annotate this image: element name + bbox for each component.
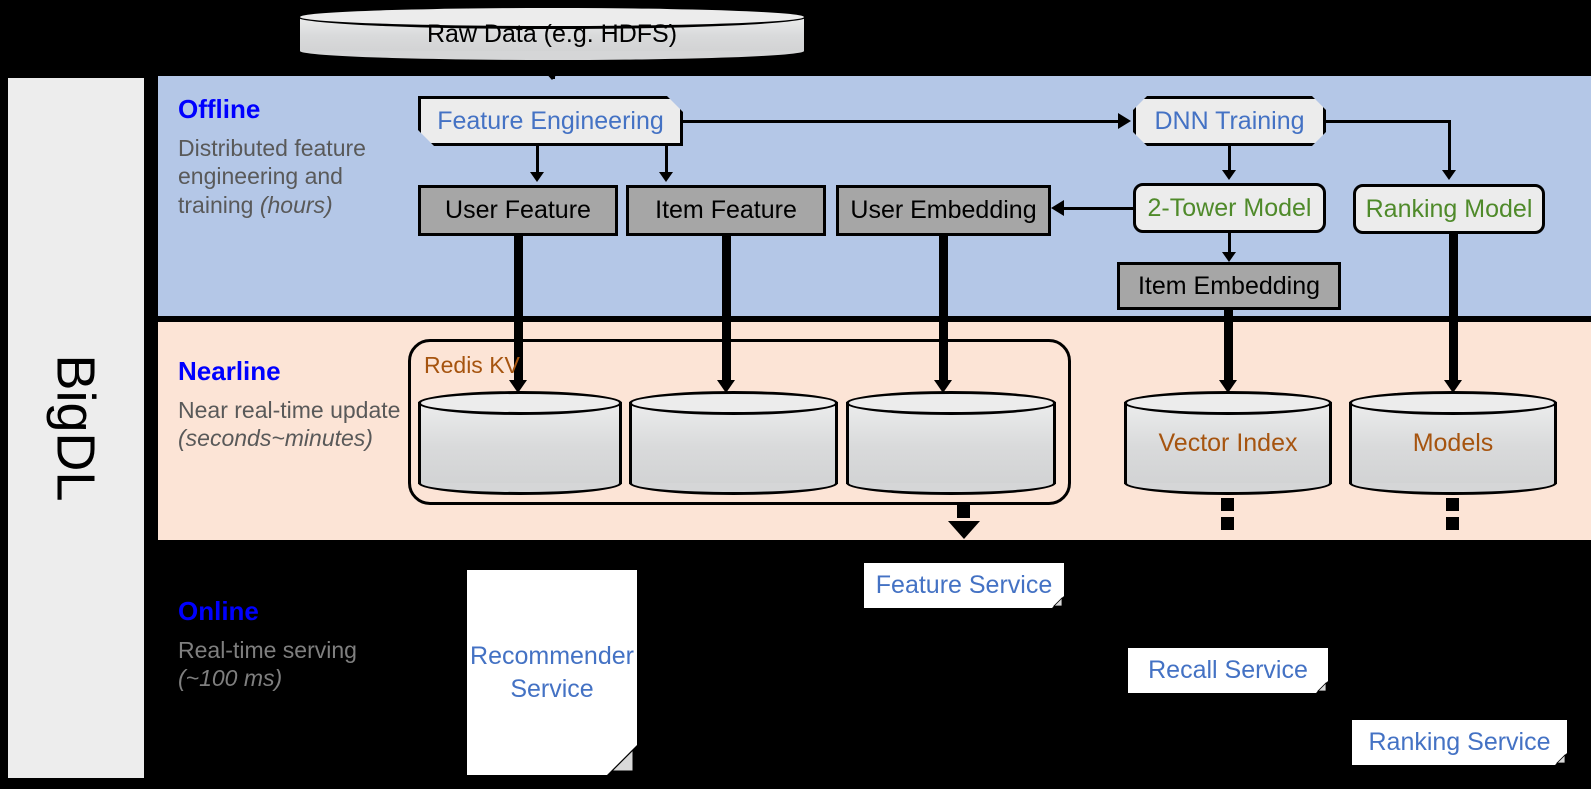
arrowhead-itemfeature-store: [717, 380, 735, 393]
dnn-training-box[interactable]: DNN Training: [1133, 96, 1326, 146]
feature-service-label: Feature Service: [875, 571, 1053, 599]
raw-data-cylinder: Raw Data (e.g. HDFS): [297, 5, 807, 63]
arrowhead-userembedding-store: [934, 380, 952, 393]
cylinder-body: [1349, 402, 1557, 484]
vector-index-cylinder: Vector Index: [1124, 391, 1332, 495]
recommender-service-label: Recommender Service: [470, 642, 634, 703]
ranking-model-label: Ranking Model: [1365, 194, 1533, 223]
redis-kv-container: [408, 339, 1071, 505]
item-embedding-box[interactable]: Item Embedding: [1117, 262, 1341, 310]
redis-store-cylinder-2: [629, 391, 838, 495]
connector-dnn-ranking-v: [1448, 120, 1451, 172]
cylinder-body: [846, 402, 1056, 484]
arrowhead-fe-userfeature: [530, 172, 544, 182]
connector-twotower-itemembedding: [1228, 233, 1231, 255]
cylinder-top: [1124, 391, 1332, 415]
dashed-connector-models-2: [1446, 517, 1459, 530]
cylinder-top: [297, 5, 807, 29]
dashed-connector-vectorindex-2: [1221, 517, 1234, 530]
section-title-online: Online: [178, 596, 259, 626]
section-subtitle-online: Real-time serving (~100 ms): [178, 636, 357, 692]
redis-store-cylinder-3: [846, 391, 1056, 495]
ranking-service-label: Ranking Service: [1368, 728, 1551, 756]
two-tower-model-box[interactable]: 2-Tower Model: [1133, 183, 1326, 233]
connector-fe-userfeature: [536, 146, 539, 176]
feature-engineering-box[interactable]: Feature Engineering: [418, 96, 683, 146]
arrowhead-rawdata-fe: [536, 62, 568, 80]
cylinder-top: [418, 391, 622, 415]
item-embedding-label: Item Embedding: [1137, 271, 1321, 300]
connector-itemfeature-store: [722, 236, 731, 384]
dashed-connector-vectorindex-1: [1221, 498, 1234, 511]
connector-dnn-twotower: [1228, 146, 1231, 173]
arrowhead-rankingmodel-models: [1444, 380, 1462, 393]
item-feature-box[interactable]: Item Feature: [626, 185, 826, 236]
dnn-training-label: DNN Training: [1154, 106, 1305, 135]
cylinder-top: [1349, 391, 1557, 415]
feature-engineering-label: Feature Engineering: [437, 106, 664, 135]
cylinder-body: [629, 402, 838, 484]
redis-kv-label: Redis KV: [424, 352, 520, 378]
user-feature-label: User Feature: [445, 196, 591, 224]
connector-itemembedding-vectorindex: [1224, 310, 1233, 384]
cylinder-body: [1124, 402, 1332, 484]
bigdl-sidebar: BigDL: [8, 78, 144, 778]
connector-userfeature-store: [514, 236, 523, 384]
page-fold-icon: [1316, 681, 1328, 693]
section-subtitle-nearline: Near real-time update (seconds~minutes): [178, 396, 401, 452]
ranking-model-box[interactable]: Ranking Model: [1353, 184, 1545, 234]
two-tower-model-label: 2-Tower Model: [1147, 193, 1312, 222]
recommender-service-note[interactable]: Recommender Service: [467, 570, 637, 775]
connector-fe-itemfeature: [665, 146, 668, 176]
connector-userembedding-store: [939, 236, 948, 384]
cylinder-top: [629, 391, 838, 415]
user-embedding-box[interactable]: User Embedding: [836, 185, 1051, 236]
arrowhead-twotower-userembedding: [1051, 200, 1064, 216]
models-cylinder: Models: [1349, 391, 1557, 495]
arrowhead-dnn-ranking: [1442, 170, 1456, 180]
cylinder-body: [418, 402, 622, 484]
connector-fe-dnn: [683, 120, 1120, 123]
arrowhead-fe-itemfeature: [659, 172, 673, 182]
connector-dnn-ranking-h: [1326, 120, 1450, 123]
section-subtitle-offline: Distributed feature engineering and trai…: [178, 134, 366, 219]
raw-data-label: Raw Data (e.g. HDFS): [426, 19, 678, 48]
recall-service-label: Recall Service: [1148, 656, 1308, 684]
ranking-service-note[interactable]: Ranking Service: [1352, 720, 1567, 765]
page-fold-icon: [607, 745, 637, 775]
item-feature-label: Item Feature: [655, 196, 797, 224]
arrowhead-fe-dnn: [1118, 113, 1131, 129]
arrowhead-userfeature-store: [509, 380, 527, 393]
arrowhead-twotower-itemembedding: [1222, 252, 1236, 262]
connector-rankingmodel-models: [1449, 234, 1458, 384]
feature-service-note[interactable]: Feature Service: [864, 563, 1064, 608]
page-fold-icon: [1555, 753, 1567, 765]
section-label-nearline: Nearline Near real-time update (seconds~…: [178, 357, 408, 453]
section-title-nearline: Nearline: [178, 356, 281, 386]
dashed-connector-redis-featureservice: [957, 505, 970, 518]
user-embedding-label: User Embedding: [850, 196, 1037, 224]
cylinder-top: [846, 391, 1056, 415]
section-title-offline: Offline: [178, 94, 261, 124]
arrowhead-dnn-twotower: [1222, 170, 1236, 180]
section-label-offline: Offline Distributed feature engineering …: [178, 95, 408, 220]
redis-store-cylinder-1: [418, 391, 622, 495]
recall-service-note[interactable]: Recall Service: [1128, 648, 1328, 693]
arrowhead-itemembedding-vectorindex: [1219, 380, 1237, 393]
dashed-connector-models-1: [1446, 498, 1459, 511]
user-feature-box[interactable]: User Feature: [418, 185, 618, 236]
connector-twotower-userembedding: [1063, 207, 1135, 210]
bigdl-label: BigDL: [46, 354, 107, 502]
arrowhead-redis-featureservice: [948, 521, 980, 539]
models-label: Models: [1412, 428, 1494, 457]
section-label-online: Online Real-time serving (~100 ms): [178, 597, 408, 693]
page-fold-icon: [1052, 596, 1064, 608]
vector-index-label: Vector Index: [1158, 428, 1298, 457]
